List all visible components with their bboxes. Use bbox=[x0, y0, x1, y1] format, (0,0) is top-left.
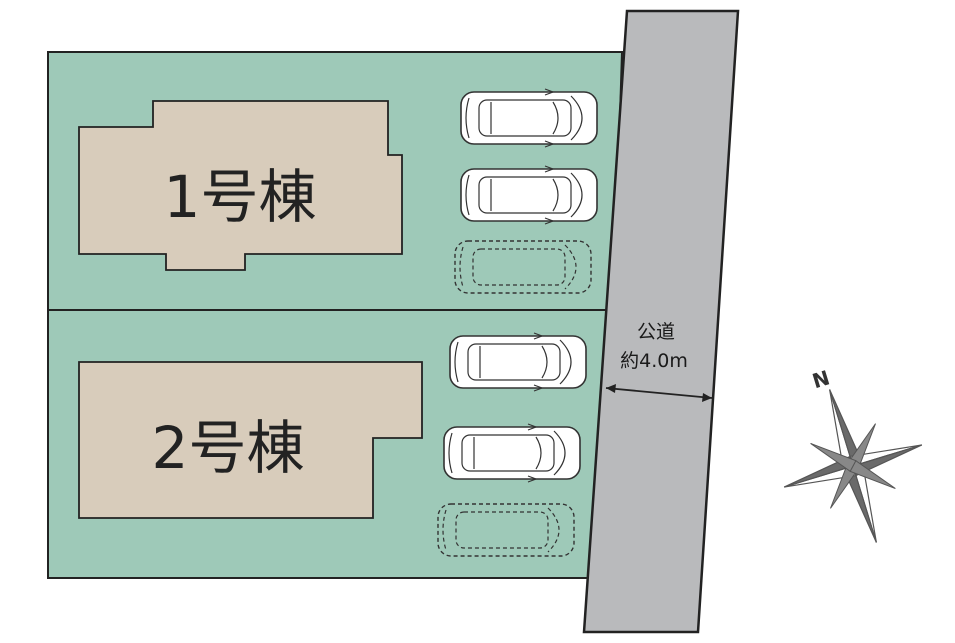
compass-north-label: N bbox=[809, 365, 832, 393]
parking-car bbox=[460, 88, 598, 148]
building-2-label: 2号棟 bbox=[152, 414, 305, 482]
building-2 bbox=[78, 361, 423, 519]
road-width-dimension bbox=[605, 384, 713, 402]
public-road bbox=[582, 9, 740, 634]
building-1-label: 1号棟 bbox=[164, 163, 317, 231]
parking-car-dashed bbox=[437, 503, 575, 557]
road-name-label: 公道 bbox=[637, 321, 675, 343]
parking-car bbox=[449, 332, 587, 392]
parking-car-dashed bbox=[454, 240, 592, 294]
compass-icon bbox=[783, 389, 923, 543]
parking-car bbox=[443, 423, 581, 483]
building-1 bbox=[78, 100, 403, 271]
parking-car bbox=[460, 165, 598, 225]
road-width-label: 約4.0m bbox=[620, 350, 688, 372]
